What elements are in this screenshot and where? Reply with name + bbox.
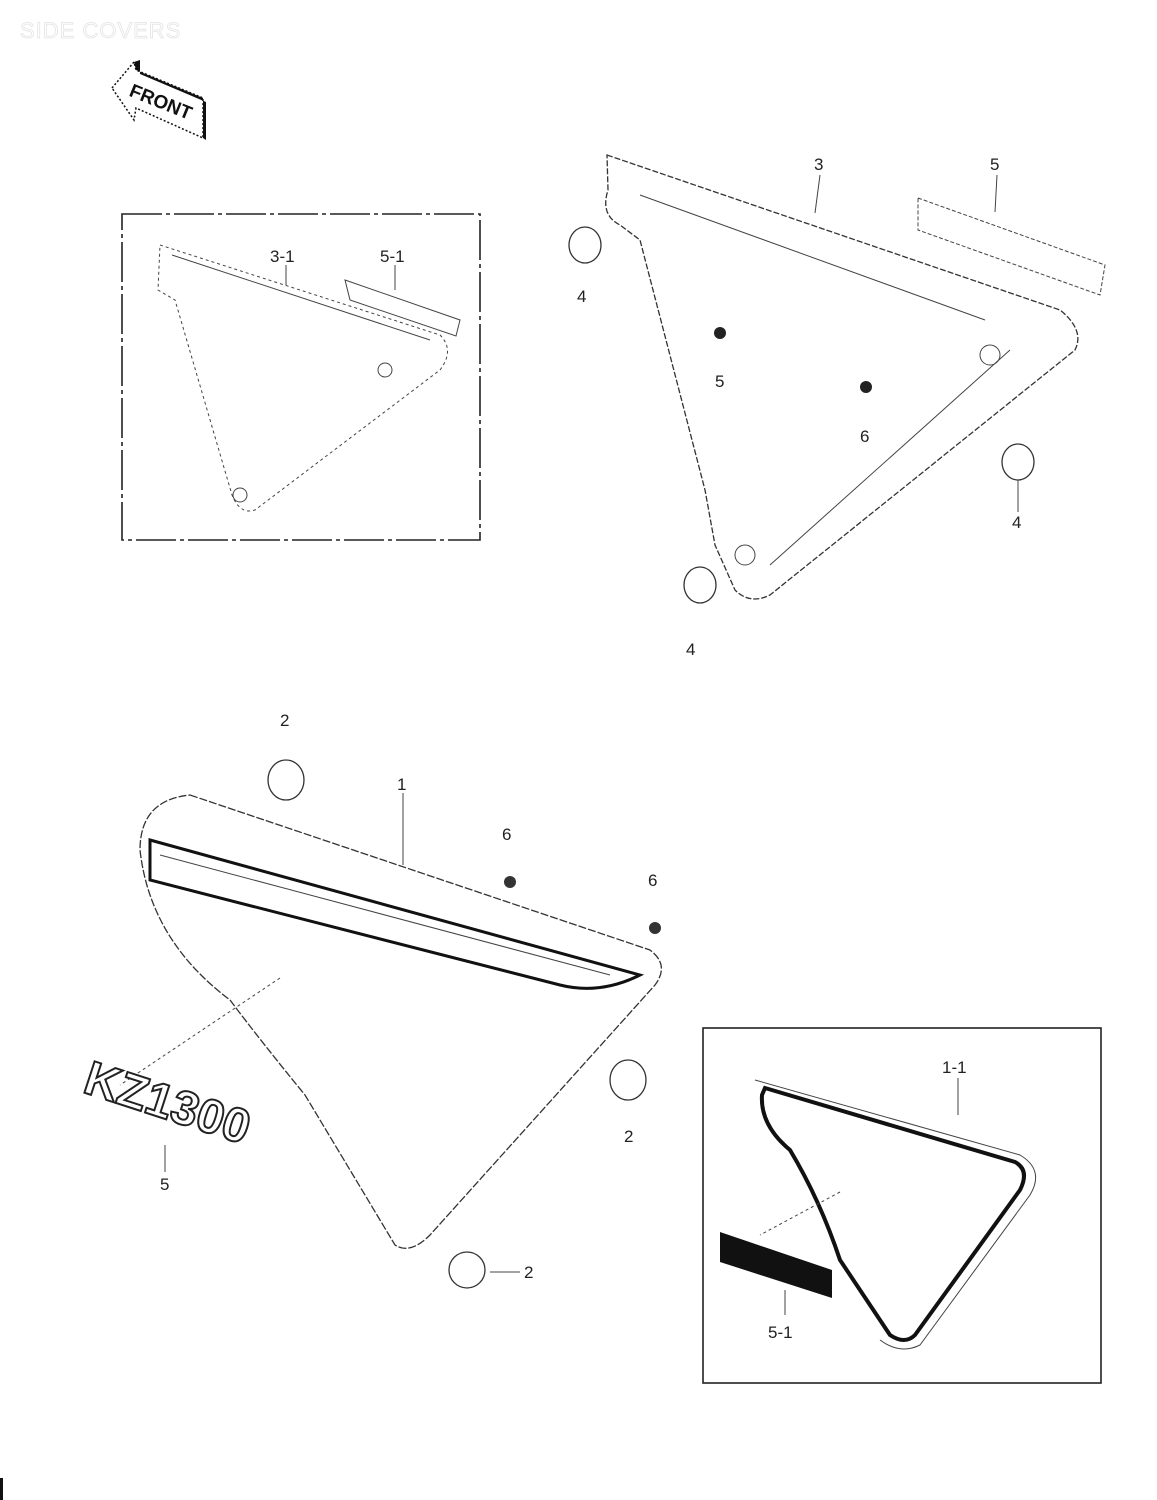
page-title: SIDE COVERS xyxy=(20,18,181,43)
part-label-4-bottom: 4 xyxy=(686,640,695,659)
part-label-1: 1 xyxy=(397,775,406,794)
side-cover-3: 3 5 4 5 6 4 4 xyxy=(568,154,1106,659)
part-label-5-emblem: 5 xyxy=(160,1175,169,1194)
part-label-3-1: 3-1 xyxy=(270,247,295,266)
part-label-5-1-inset: 5-1 xyxy=(768,1323,793,1342)
inset-side-cover-1-1: 1-1 5-1 xyxy=(702,1027,1102,1384)
part-label-4-left: 4 xyxy=(577,287,586,306)
page-edge-mark xyxy=(0,1478,3,1500)
part-label-6-b: 6 xyxy=(648,871,657,890)
part-label-2-top: 2 xyxy=(280,711,289,730)
part-label-6-a: 6 xyxy=(502,825,511,844)
inset-side-cover-3-1: 3-1 5-1 xyxy=(121,213,481,541)
part-label-2-bottom: 2 xyxy=(524,1263,533,1282)
kz1300-emblem: KZ1300 xyxy=(77,1051,258,1156)
side-cover-1: 2 1 6 6 2 2 KZ1300 5 xyxy=(77,711,662,1289)
svg-text:KZ1300: KZ1300 xyxy=(78,1052,257,1155)
part-label-4-right: 4 xyxy=(1012,513,1021,532)
part-label-5-screw: 5 xyxy=(715,372,724,391)
part-label-3: 3 xyxy=(814,155,823,174)
part-label-5: 5 xyxy=(990,155,999,174)
part-label-5-1: 5-1 xyxy=(380,247,405,266)
part-label-6: 6 xyxy=(860,427,869,446)
part-label-1-1: 1-1 xyxy=(942,1058,967,1077)
part-label-2-right: 2 xyxy=(624,1127,633,1146)
front-arrow-icon: FRONT xyxy=(111,60,206,140)
